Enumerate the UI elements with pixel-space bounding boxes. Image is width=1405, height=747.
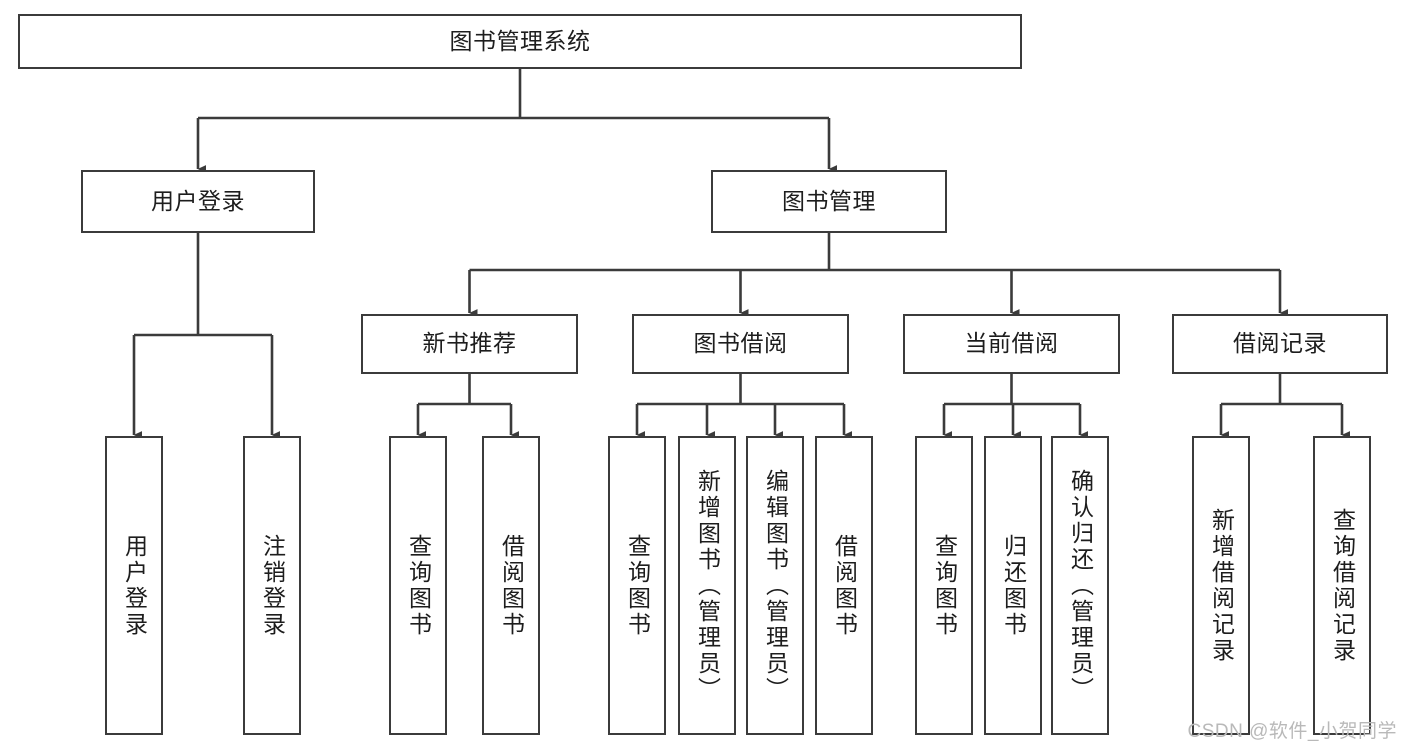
node-label-leaf10: 归还图书 bbox=[1000, 533, 1027, 638]
node-leaf2: 注销登录 bbox=[243, 436, 301, 735]
node-leaf13: 查询借阅记录 bbox=[1313, 436, 1371, 735]
node-newbook: 新书推荐 bbox=[361, 314, 578, 374]
node-current: 当前借阅 bbox=[903, 314, 1120, 374]
node-label-records: 借阅记录 bbox=[1233, 330, 1327, 357]
node-root: 图书管理系统 bbox=[18, 14, 1022, 69]
node-label-newbook: 新书推荐 bbox=[422, 330, 517, 357]
node-login: 用户登录 bbox=[81, 170, 315, 233]
node-leaf3: 查询图书 bbox=[389, 436, 447, 735]
node-label-leaf12: 新增借阅记录 bbox=[1208, 507, 1235, 664]
node-label-borrow: 图书借阅 bbox=[693, 330, 788, 357]
node-label-leaf5: 查询图书 bbox=[624, 533, 651, 638]
node-leaf12: 新增借阅记录 bbox=[1192, 436, 1250, 735]
node-borrow: 图书借阅 bbox=[632, 314, 849, 374]
node-label-leaf3: 查询图书 bbox=[405, 533, 432, 638]
node-leaf1: 用户登录 bbox=[105, 436, 163, 735]
node-leaf5: 查询图书 bbox=[608, 436, 666, 735]
node-label-leaf4: 借阅图书 bbox=[498, 533, 525, 638]
node-bookmgmt: 图书管理 bbox=[711, 170, 947, 233]
node-label-leaf11: 确认归还（管理员） bbox=[1067, 468, 1094, 703]
node-label-leaf6: 新增图书（管理员） bbox=[694, 468, 721, 703]
node-leaf8: 借阅图书 bbox=[815, 436, 873, 735]
node-label-current: 当前借阅 bbox=[964, 330, 1059, 357]
node-leaf6: 新增图书（管理员） bbox=[678, 436, 736, 735]
node-label-leaf8: 借阅图书 bbox=[831, 533, 858, 638]
node-label-login: 用户登录 bbox=[151, 187, 245, 214]
node-leaf7: 编辑图书（管理员） bbox=[746, 436, 804, 735]
node-leaf9: 查询图书 bbox=[915, 436, 973, 735]
node-label-leaf13: 查询借阅记录 bbox=[1329, 507, 1356, 664]
node-leaf11: 确认归还（管理员） bbox=[1051, 436, 1109, 735]
node-label-leaf2: 注销登录 bbox=[259, 533, 286, 638]
node-label-root: 图书管理系统 bbox=[449, 27, 591, 54]
node-leaf4: 借阅图书 bbox=[482, 436, 540, 735]
node-leaf10: 归还图书 bbox=[984, 436, 1042, 735]
node-label-leaf1: 用户登录 bbox=[121, 533, 148, 638]
node-label-leaf9: 查询图书 bbox=[931, 533, 958, 638]
node-label-bookmgmt: 图书管理 bbox=[782, 187, 876, 214]
node-records: 借阅记录 bbox=[1172, 314, 1388, 374]
node-label-leaf7: 编辑图书（管理员） bbox=[762, 468, 789, 703]
